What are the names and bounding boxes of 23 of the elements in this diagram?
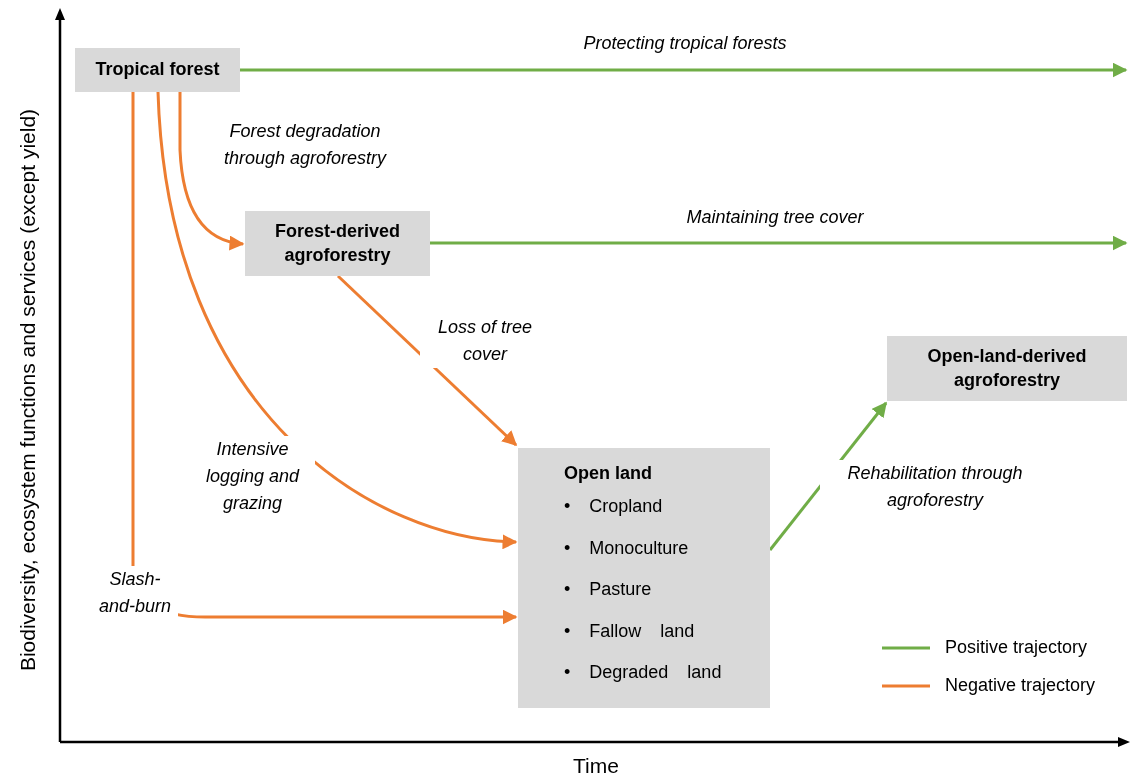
- arrow: [240, 62, 1128, 78]
- list-item: • Cropland: [564, 495, 663, 519]
- node-title: Open land: [564, 462, 652, 485]
- arrow: [336, 274, 518, 447]
- process-box: [518, 448, 770, 708]
- x-axis-label: Time: [573, 754, 619, 778]
- legend-label: Positive trajectory: [945, 637, 1088, 658]
- arrow: [131, 92, 518, 625]
- arrow: [178, 92, 245, 250]
- node-title: Forest-derived agroforestry: [273, 220, 401, 267]
- list-item: • Degraded land: [564, 660, 722, 684]
- arrow: [430, 235, 1128, 251]
- arrow: [156, 91, 518, 549]
- node-title: Open-land-derived agroforestry: [926, 345, 1088, 392]
- node-title: Tropical forest: [95, 58, 220, 82]
- legend-label: Negative trajectory: [945, 675, 1096, 696]
- list-item: • Monoculture: [564, 536, 689, 560]
- y-axis-label: Biodiversity, ecosystem functions and services (except yield): [16, 108, 40, 672]
- list-item: • Pasture: [564, 578, 652, 602]
- list-item: • Fallow land: [564, 619, 695, 643]
- process-box: [245, 211, 430, 276]
- process-box: [75, 48, 240, 92]
- process-box: [887, 336, 1127, 401]
